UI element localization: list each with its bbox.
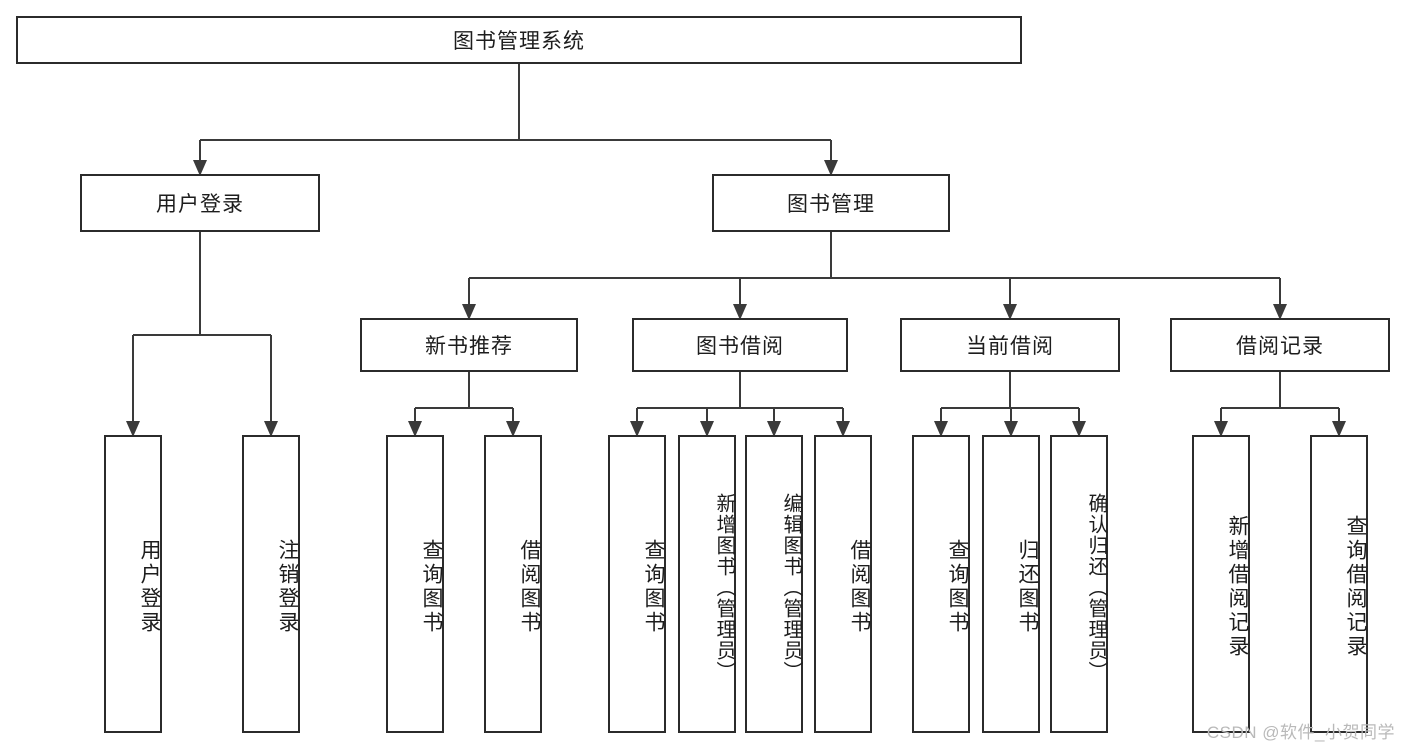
node-label: 借阅图书 [518,539,541,635]
node-label: 图书管理系统 [453,30,585,53]
node-leaf_0[interactable]: 用户登录 [104,435,162,733]
node-label: 查询图书 [946,539,969,635]
watermark-label: CSDN @软件_小贺同学 [1206,723,1395,742]
node-label: 查询借阅记录 [1344,515,1367,659]
node-label: 图书借阅 [696,335,784,358]
node-label: 查询图书 [420,539,443,635]
node-leaf_4[interactable]: 查询图书 [608,435,666,733]
node-label: 新增图书（管理员） [713,492,735,682]
node-leaf_7[interactable]: 借阅图书 [814,435,872,733]
node-label: 归还图书 [1016,539,1039,635]
node-leaf_2[interactable]: 查询图书 [386,435,444,733]
node-leaf_8[interactable]: 查询图书 [912,435,970,733]
node-label: 确认归还（管理员） [1085,492,1107,682]
node-l3_0[interactable]: 新书推荐 [360,318,578,372]
node-label: 新增借阅记录 [1226,515,1249,659]
node-label: 借阅图书 [848,539,871,635]
node-root[interactable]: 图书管理系统 [16,16,1022,64]
node-label: 图书管理 [787,193,875,216]
node-label: 查询图书 [642,539,665,635]
node-leaf_12[interactable]: 查询借阅记录 [1310,435,1368,733]
node-l2_0[interactable]: 用户登录 [80,174,320,232]
node-leaf_3[interactable]: 借阅图书 [484,435,542,733]
node-label: 用户登录 [156,193,244,216]
node-leaf_6[interactable]: 编辑图书（管理员） [745,435,803,733]
node-leaf_9[interactable]: 归还图书 [982,435,1040,733]
node-label: 用户登录 [138,539,161,635]
node-label: 借阅记录 [1236,335,1324,358]
node-l3_3[interactable]: 借阅记录 [1170,318,1390,372]
node-label: 注销登录 [276,539,299,635]
node-label: 编辑图书（管理员） [780,492,802,682]
node-leaf_5[interactable]: 新增图书（管理员） [678,435,736,733]
node-label: 新书推荐 [425,335,513,358]
node-l2_1[interactable]: 图书管理 [712,174,950,232]
node-leaf_11[interactable]: 新增借阅记录 [1192,435,1250,733]
node-l3_2[interactable]: 当前借阅 [900,318,1120,372]
node-leaf_1[interactable]: 注销登录 [242,435,300,733]
node-label: 当前借阅 [966,335,1054,358]
node-leaf_10[interactable]: 确认归还（管理员） [1050,435,1108,733]
node-l3_1[interactable]: 图书借阅 [632,318,848,372]
